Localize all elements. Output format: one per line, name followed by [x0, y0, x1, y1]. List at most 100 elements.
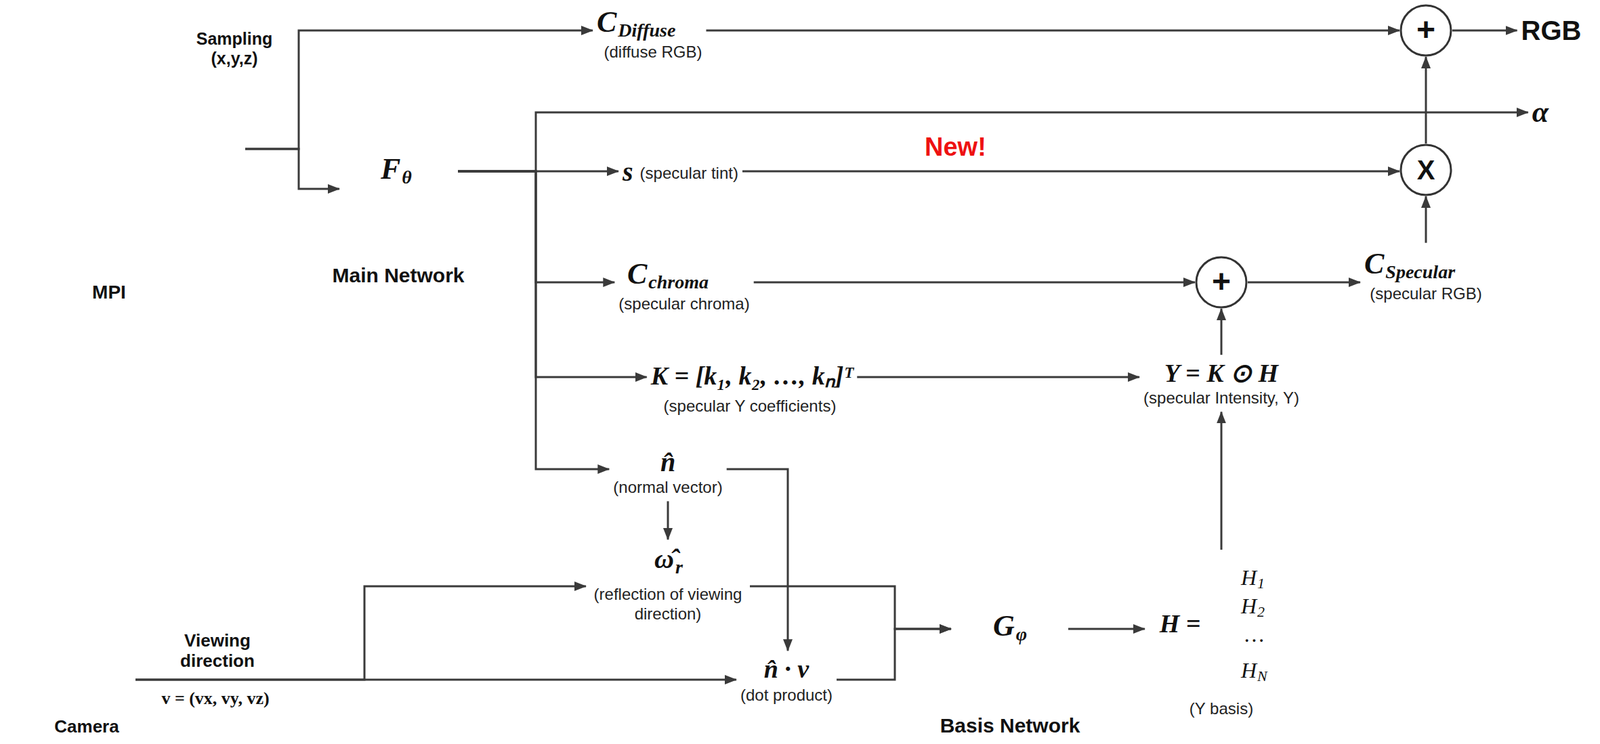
math-subscript: Diffuse: [617, 19, 676, 42]
connector-arrow: [1220, 308, 1223, 355]
caption-text: (Y basis): [1189, 699, 1254, 720]
bracket: [1223, 556, 1232, 694]
math-symbol: ω̂: [654, 543, 675, 576]
layer-bar: [951, 542, 984, 712]
camera-body: [65, 651, 114, 698]
operator-symbol: +: [1416, 13, 1436, 47]
caption-text: (dot product): [740, 686, 833, 706]
main-network: FθMain Network: [339, 84, 458, 258]
layer-bar: [1035, 542, 1069, 712]
connector-arrow: [245, 149, 340, 189]
connector-arrow: [1247, 281, 1361, 284]
mpi-stack: MPI: [5, 25, 246, 307]
output-term: s (specular tint): [618, 152, 743, 192]
caption-text: (specular Y coefficients): [663, 396, 837, 417]
mpi-planes: [8, 28, 245, 284]
annotation-label: Sampling (x,y,z): [183, 29, 286, 69]
connector-arrow: [856, 376, 1140, 379]
operator-circle-outline: [1400, 144, 1451, 196]
connector-arrow: [1068, 628, 1145, 631]
sum-operator: +: [1399, 4, 1453, 57]
callout-tag: New!: [924, 132, 987, 163]
connector-arrow: [135, 679, 737, 682]
operator-symbol: X: [1417, 156, 1436, 184]
layer-bar: [339, 84, 355, 258]
math-symbol: s: [622, 156, 634, 188]
caption-text: (reflection of viewing direction): [590, 585, 746, 625]
product-operator: X: [1399, 143, 1453, 197]
output-term: Y = K ⊙ H(specular Intensity, Y): [1139, 354, 1304, 412]
block-label: Basis Network: [940, 714, 1081, 739]
main-network-layers: [339, 84, 458, 258]
math-symbol: G: [993, 609, 1015, 645]
math-symbol: α: [1532, 95, 1549, 131]
math-subscript: r: [675, 556, 683, 579]
connector-arrow: [457, 171, 647, 378]
mpi-plane: [14, 63, 198, 280]
operator-circle-outline: [1196, 257, 1247, 308]
operator-circle-outline: [1400, 5, 1451, 56]
math-symbol: H =: [1159, 609, 1202, 640]
block-label: MPI: [92, 281, 126, 304]
connector-arrow: [1425, 196, 1428, 244]
math-symbol: H: [1240, 594, 1257, 620]
operator-symbol: +: [1211, 265, 1231, 299]
connector-arrow: [1452, 29, 1518, 32]
sample-point: [229, 142, 245, 156]
caption-text: (diffuse RGB): [604, 42, 703, 63]
matrix-brackets: [1223, 556, 1286, 694]
caption-text: (specular chroma): [618, 294, 750, 315]
math-symbol: C: [596, 5, 617, 40]
output-term: Cchroma(specular chroma): [614, 253, 754, 319]
connector-arrow: [1425, 56, 1428, 144]
new-module-region: [499, 139, 916, 728]
connector-arrow: [705, 29, 1400, 32]
math-symbol: n̂: [660, 447, 676, 479]
output-term: CDiffuse(diffuse RGB): [592, 1, 706, 67]
connector-arrow: [742, 170, 1400, 173]
block-label: Main Network: [331, 264, 465, 288]
annotation-label: v = (vx, vy, vz): [161, 688, 269, 710]
caption-text: (normal vector): [613, 478, 723, 498]
connector-arrow: [1220, 411, 1223, 551]
output-term: CSpecular(specular RGB): [1360, 243, 1487, 309]
caption-text: (specular Intensity, Y): [1143, 388, 1300, 409]
math-symbol: K = [k₁, k₂, …, kₙ]ᵀ: [650, 361, 854, 392]
connector-arrow: [457, 112, 1529, 172]
connector-arrow: [457, 171, 609, 470]
math-symbol: F: [380, 152, 401, 187]
block-label: Camera: [54, 717, 119, 738]
mpi-plane: [20, 28, 243, 284]
layer-bar: [443, 84, 458, 258]
connector-arrow: [749, 586, 952, 630]
output-term: ω̂r (reflection of viewing direction): [585, 539, 750, 629]
math-subscript: θ: [401, 166, 412, 189]
caption-text: (specular tint): [640, 163, 739, 184]
math-symbol: n̂ · v: [764, 655, 810, 685]
camera-lens: [96, 674, 123, 704]
new-module-region: New!s(specular tint)Cchroma(specular chr…: [499, 139, 916, 728]
math-subscript: φ: [1016, 623, 1027, 646]
network-label-box: [984, 596, 1036, 660]
mpi-plane: [8, 98, 164, 278]
connector-arrow: [836, 629, 952, 681]
bracket: [1277, 556, 1286, 694]
connector-arrow: [135, 586, 586, 681]
layer-bar: [401, 84, 417, 258]
basis-network: GφBasis Network: [951, 542, 1069, 712]
output-term: n̂(normal vector): [608, 443, 727, 502]
connector-arrow: [726, 469, 788, 651]
math-symbol: C: [1364, 247, 1384, 282]
output-label: RGB: [1517, 10, 1586, 51]
math-subscript: chroma: [648, 271, 709, 294]
output-label: RGB: [1521, 14, 1582, 47]
math-subscript: 2: [1257, 603, 1265, 621]
output-term: n̂ · v(dot product): [736, 650, 837, 710]
network-label-box: [372, 142, 424, 202]
math-symbol: H: [1240, 565, 1257, 591]
connector-arrow: [667, 501, 670, 540]
camera-icon: Camera: [47, 643, 136, 739]
connector-arrow: [753, 281, 1195, 284]
math-subscript: N: [1257, 667, 1268, 685]
